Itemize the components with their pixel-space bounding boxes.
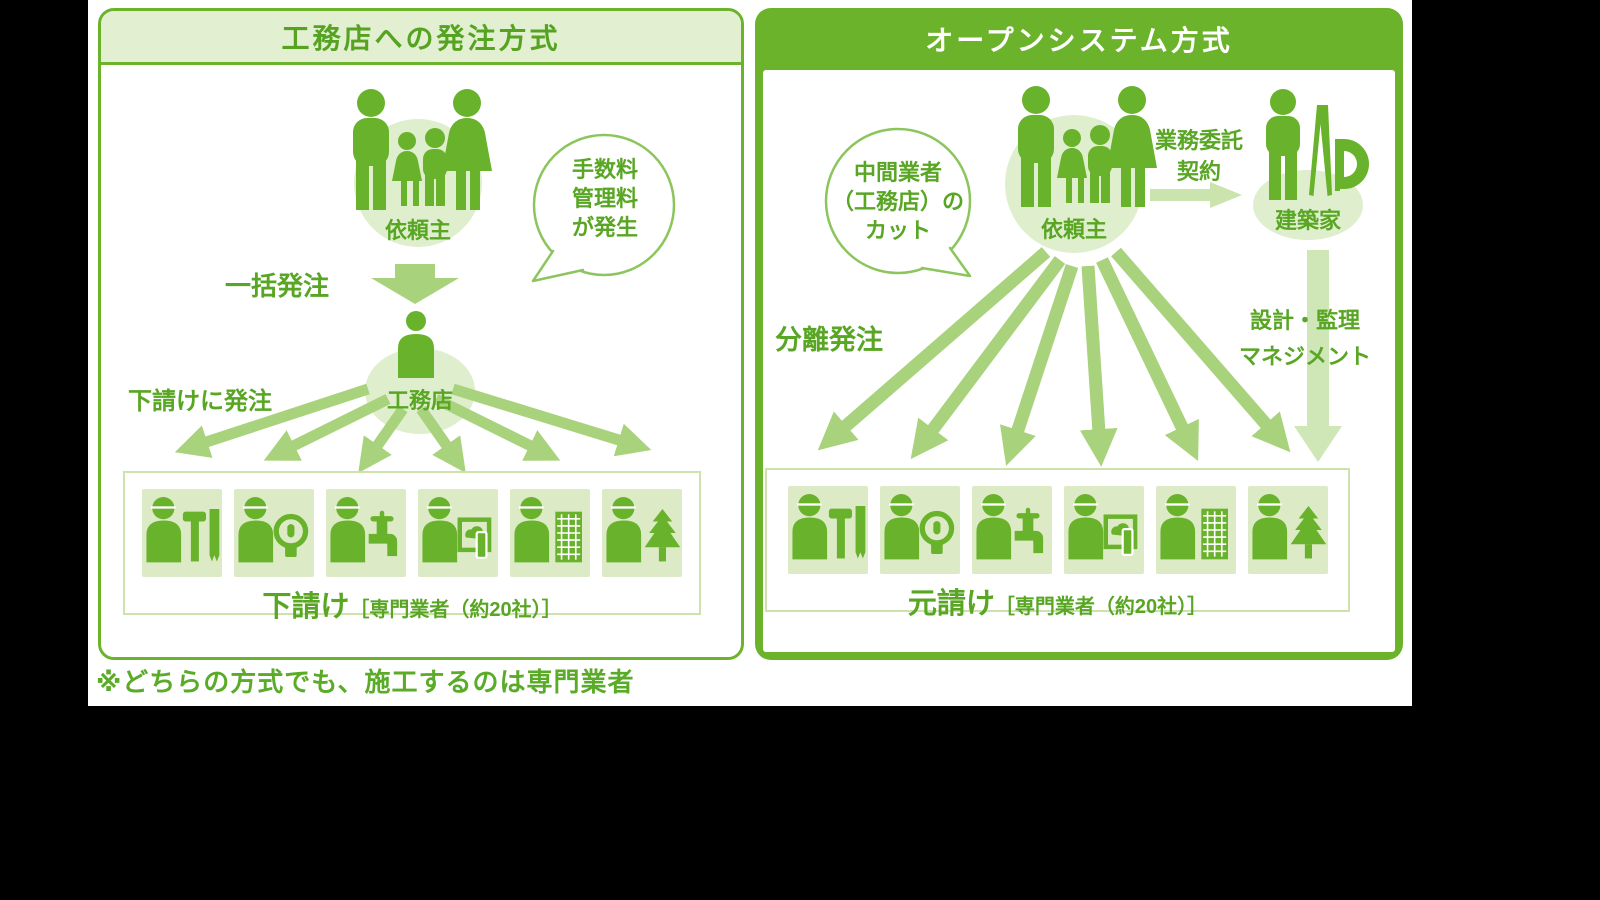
worker-tile [602, 489, 682, 577]
prime-contractors-box [765, 468, 1350, 612]
contractor-method-panel: 工務店への発注方式 依頼主 手数料 管理料 が発生 一括発注 [98, 8, 744, 660]
landscaper-icon [1251, 494, 1326, 560]
family-icon [1018, 86, 1157, 207]
worker-tile [1247, 486, 1328, 574]
worker-tile [787, 486, 868, 574]
middleman-cut-text: 中間業者 （工務店）の カット [831, 160, 964, 243]
subcontractors-box [123, 471, 701, 615]
right-panel-header: オープンシステム方式 [755, 8, 1403, 70]
architect-label: 建築家 [1274, 208, 1341, 233]
client-label: 依頼主 [384, 218, 451, 243]
contractor-label: 工務店 [386, 388, 453, 413]
fee-bubble-text: 手数料 管理料 が発生 [571, 157, 638, 240]
landscaper-icon [606, 497, 681, 563]
diagram-canvas: 工務店への発注方式 依頼主 手数料 管理料 が発生 一括発注 [88, 0, 1412, 706]
commission-contract-label: 業務委託 契約 [1154, 128, 1243, 184]
suborder-fan-arrows [174, 383, 652, 473]
worker-tile [142, 489, 222, 577]
subcontractors-subtitle: ［専門業者（約20社）］ [349, 599, 562, 621]
subcontractors-title: 下請け [262, 591, 350, 623]
footnote: ※どちらの方式でも、施工するのは専門業者 [96, 667, 635, 697]
worker-tile [234, 489, 314, 577]
worker-tile [1063, 486, 1144, 574]
family-icon [353, 89, 492, 210]
plumber-icon [330, 497, 398, 563]
worker-tile [1155, 486, 1236, 574]
separate-order-fan-arrows [817, 247, 1291, 467]
bulk-order-label: 一括発注 [225, 271, 330, 301]
middleman-cut-bubble [824, 127, 972, 278]
fee-speech-bubble [531, 133, 676, 283]
design-management-arrow [1294, 250, 1342, 462]
left-panel-title: 工務店への発注方式 [281, 22, 561, 54]
right-panel-content: 中間業者 （工務店）の カット 依頼主 業務委託 契約 [763, 70, 1395, 652]
prime-contractors-caption: 元請け［専門業者（約20社）］ [765, 580, 1350, 647]
electrician-icon [238, 497, 309, 563]
prime-contractors-title: 元請け [907, 588, 995, 620]
builder-icon [1159, 494, 1228, 560]
commission-arrow [1150, 182, 1242, 208]
subcontractors-caption: 下請け［専門業者（約20社）］ [123, 583, 701, 652]
left-panel-header: 工務店への発注方式 [101, 11, 741, 65]
architect-icon [1266, 89, 1369, 200]
painter-icon [1067, 494, 1137, 560]
builder-icon [514, 497, 582, 563]
worker-tile [418, 489, 498, 577]
painter-icon [422, 497, 492, 563]
bulk-order-arrow [371, 264, 459, 304]
carpenter-icon [146, 497, 220, 563]
separate-order-label: 分離発注 [775, 325, 883, 355]
right-panel-title: オープンシステム方式 [925, 25, 1233, 56]
worker-tile [879, 486, 960, 574]
contractor-icon [398, 311, 434, 378]
worker-tile [971, 486, 1052, 574]
open-system-panel: オープンシステム方式 中間業者 （工務店）の カット [755, 8, 1403, 660]
worker-tile [326, 489, 406, 577]
client-label: 依頼主 [1040, 217, 1107, 242]
design-management-label: 設計・監理 マネジメント [1238, 308, 1371, 369]
worker-tile [510, 489, 590, 577]
prime-contractors-subtitle: ［専門業者（約20社）］ [994, 596, 1208, 618]
plumber-icon [975, 494, 1043, 560]
carpenter-icon [791, 494, 865, 560]
suborder-label: 下請けに発注 [128, 388, 272, 415]
electrician-icon [883, 494, 954, 560]
